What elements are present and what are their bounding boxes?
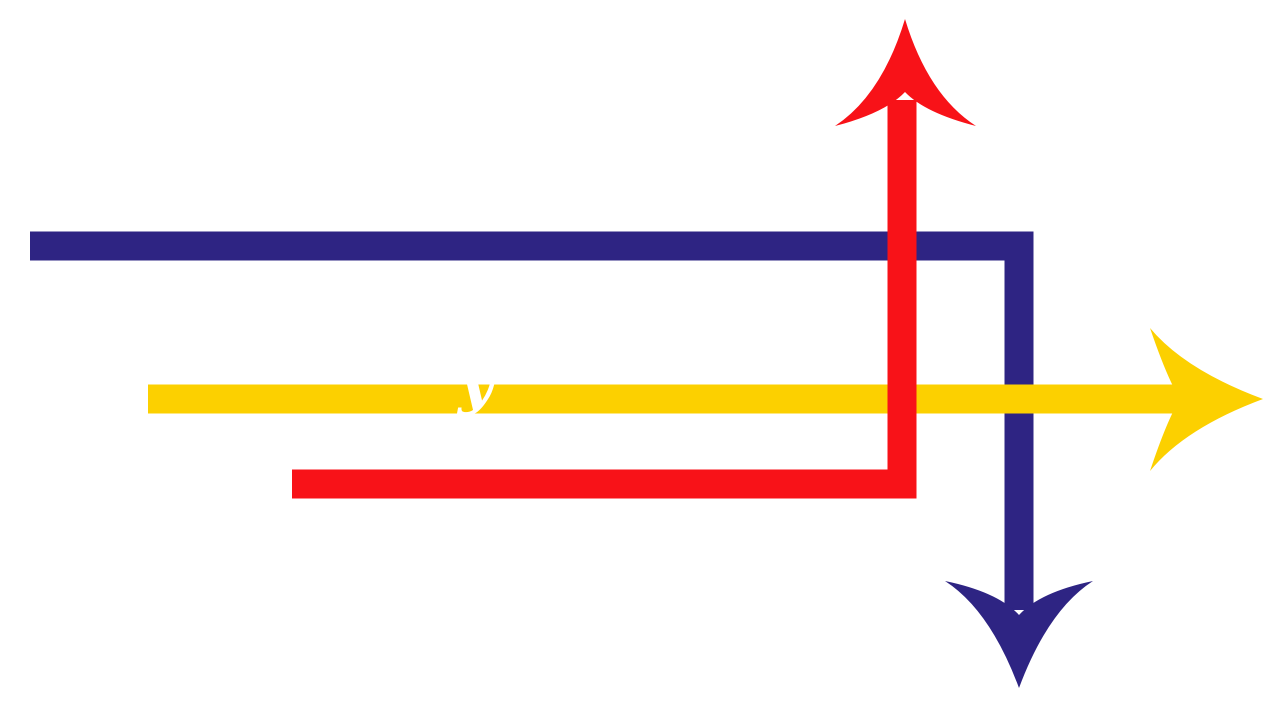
crossing-mark: y xyxy=(456,344,498,417)
yellow-arrowhead-icon xyxy=(1150,328,1263,471)
blue-route xyxy=(30,231,1093,688)
blue-arrowhead-icon xyxy=(945,581,1093,688)
yellow-route xyxy=(148,328,1263,471)
red-arrowhead-icon xyxy=(835,19,976,126)
blue-route-line xyxy=(30,231,1034,610)
red-route xyxy=(292,19,976,499)
red-route-line xyxy=(292,100,917,499)
